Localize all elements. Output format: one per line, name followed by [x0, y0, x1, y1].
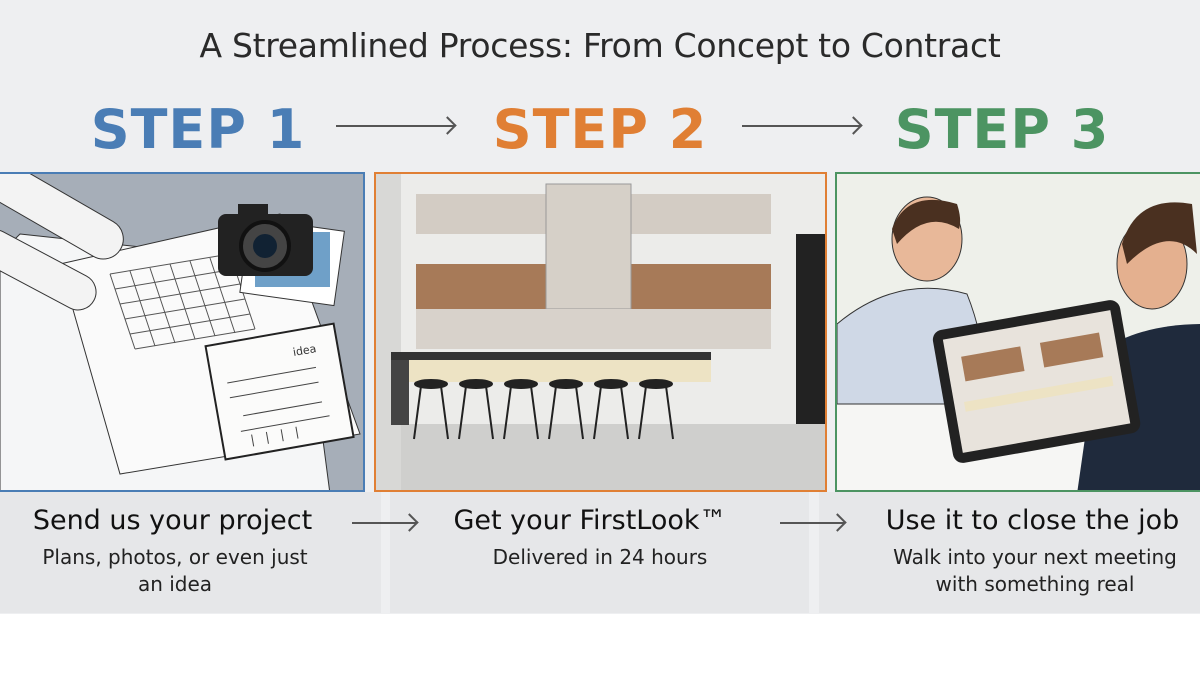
arrow-icon	[336, 125, 454, 127]
step-3-description: Walk into your next meeting with somethi…	[893, 545, 1177, 596]
step-2-heading: Get your FirstLook™	[453, 505, 727, 536]
client-meeting-illustration	[835, 172, 1200, 492]
step-2-description: Delivered in 24 hours	[492, 545, 708, 569]
plans-photos-illustration: idea	[0, 172, 365, 492]
step-1-heading: Send us your project	[32, 505, 313, 536]
kitchen-rendering-illustration	[374, 172, 827, 492]
step-1-label: STEP 1	[90, 98, 306, 161]
step-3-label: STEP 3	[894, 98, 1110, 161]
arrow-icon	[780, 522, 844, 524]
step-2-card	[390, 492, 809, 613]
step-2-label: STEP 2	[492, 98, 708, 161]
page-title: A Streamlined Process: From Concept to C…	[199, 26, 1001, 65]
arrow-icon	[742, 125, 860, 127]
step-1-card	[0, 492, 381, 613]
sketch-note: idea	[292, 342, 317, 359]
arrow-icon	[352, 522, 416, 524]
step-3-card	[819, 492, 1200, 613]
step-3-heading: Use it to close the job	[885, 505, 1180, 536]
step-1-description: Plans, photos, or even just an idea	[42, 545, 308, 596]
